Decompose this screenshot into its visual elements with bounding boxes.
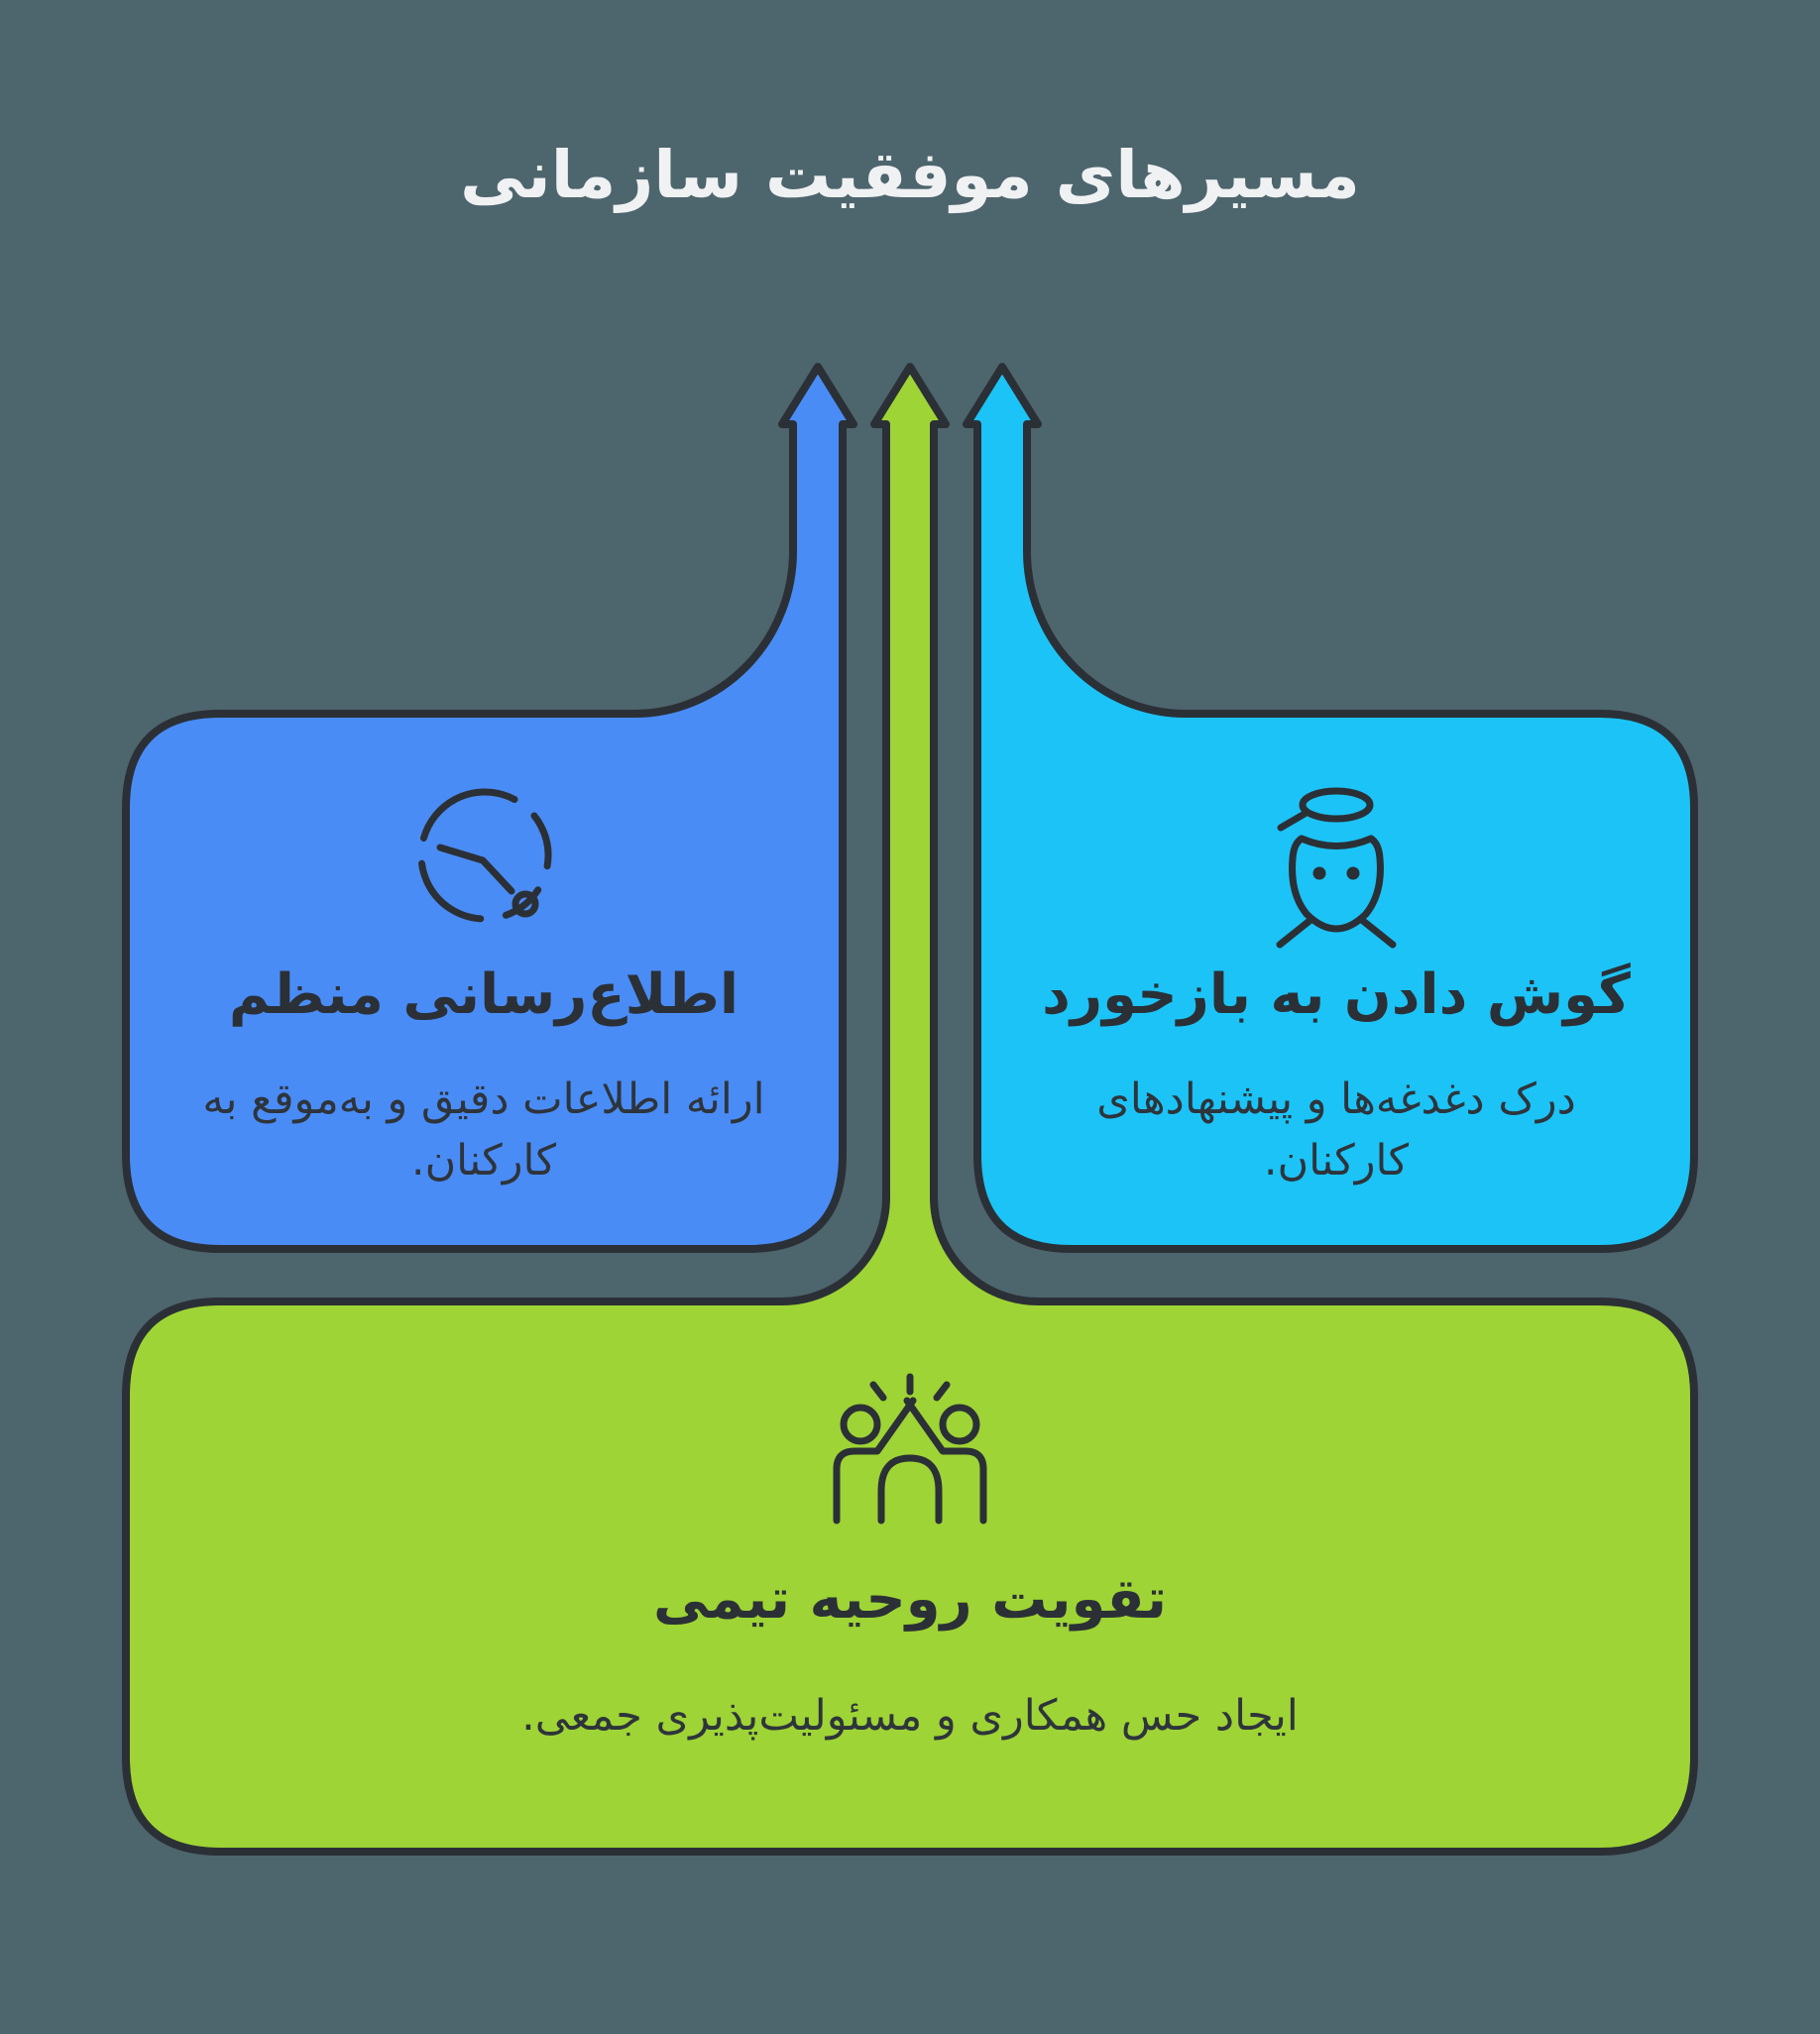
card-team-spirit-shape	[122, 363, 1698, 1856]
card-regular-communication-shape	[122, 363, 857, 1253]
card-regular-communication-description: ارائه اطلاعات دقیق و به‌موقع به کارکنان.	[202, 1074, 765, 1186]
card-listening-to-feedback-heading: گوش دادن به بازخورد	[1042, 962, 1631, 1027]
card-listening-to-feedback-shape	[963, 363, 1698, 1253]
person-listening-icon	[1276, 787, 1397, 949]
clock-icon	[417, 788, 552, 923]
high-five-icon	[833, 1373, 987, 1525]
card-team-spirit-description: ایجاد حس همکاری و مسئولیت‌پذیری جمعی.	[521, 1691, 1299, 1741]
page-title: مسیرهای موفقیت سازمانی	[460, 137, 1360, 213]
card-listening-to-feedback-description: درک دغدغه‌ها و پیشنهادهای کارکنان.	[1096, 1074, 1576, 1186]
card-regular-communication-heading: اطلاع‌رسانی منظم	[228, 962, 739, 1027]
card-team-spirit-heading: تقویت روحیه تیمی	[652, 1567, 1168, 1632]
